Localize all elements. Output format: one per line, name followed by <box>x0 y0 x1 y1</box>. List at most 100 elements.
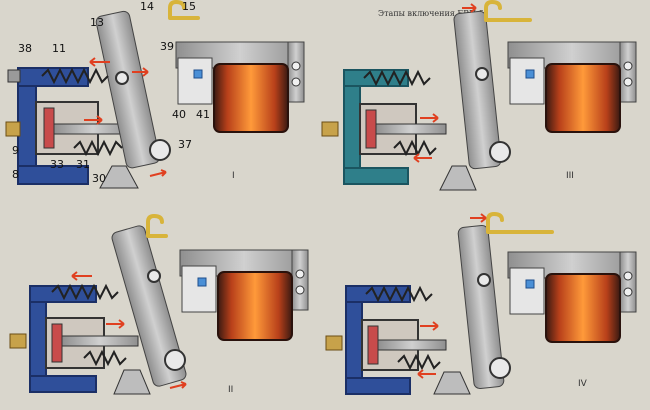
coil-stage-1 <box>213 63 289 133</box>
hook-stage-3 <box>484 0 532 22</box>
adjust-screw-stage-1 <box>7 69 21 83</box>
inlet-fitting-stage-1 <box>5 121 21 137</box>
base-stand-stage-1 <box>99 165 139 189</box>
spring-top-stage-2 <box>51 283 119 301</box>
base-stand-stage-4 <box>433 371 471 395</box>
spring-bottom-stage-4 <box>397 353 441 371</box>
arrow-stage-1d <box>149 169 167 177</box>
pole-piece-stage-4 <box>509 267 545 315</box>
coil-stage-3 <box>545 63 621 133</box>
callout-31: 31 <box>76 158 90 171</box>
pivot-upper-stage-3 <box>475 67 489 81</box>
pivot-upper-stage-1 <box>115 71 129 85</box>
base-stand-stage-3 <box>439 165 477 191</box>
spring-top-stage-4 <box>365 285 433 303</box>
magnet-yoke-side-stage-3 <box>619 41 637 103</box>
callout-9: 9 <box>12 144 19 157</box>
pivot-stage-3 <box>489 141 511 163</box>
arrow-stage-3a <box>462 3 477 13</box>
contact-block-stage-2 <box>197 277 207 287</box>
arrow-stage-3b <box>420 113 439 123</box>
screw-stage-3a <box>623 61 633 71</box>
pushrod-stage-3 <box>375 123 447 135</box>
piston-stage-2 <box>51 323 63 363</box>
callouts: 13 14 15 38 11 39 40 41 9 33 31 8 30 37 <box>12 0 210 185</box>
armature-stage-2 <box>111 225 187 387</box>
magnet-yoke-side-stage-4 <box>619 251 637 313</box>
callout-15: 15 <box>182 0 196 13</box>
callout-8: 8 <box>12 168 19 181</box>
hook-stage-2 <box>146 213 168 238</box>
housing-stage-3 <box>343 69 361 185</box>
stage-label-1: I <box>232 171 235 181</box>
housing-bottom-stage-3 <box>343 167 409 185</box>
callout-13: 13 <box>90 16 104 29</box>
pivot-upper-stage-4 <box>477 273 491 287</box>
pole-piece-stage-2 <box>181 265 217 313</box>
arrow-stage-2c <box>169 381 187 389</box>
stage-4: IV <box>325 211 637 395</box>
pushrod-stage-4 <box>377 339 447 351</box>
magnet-yoke-side-stage-1 <box>287 41 305 103</box>
housing-bottom-stage-1 <box>17 165 89 185</box>
pole-piece-stage-1 <box>177 57 213 105</box>
stage-2: II <box>9 213 309 395</box>
housing-cap-stage-1 <box>17 67 89 87</box>
spring-bottom-stage-3 <box>393 139 437 157</box>
piston-stage-4 <box>367 325 379 365</box>
callout-41: 41 <box>196 108 210 121</box>
piston-stage-3 <box>365 109 377 149</box>
arrow-stage-1a <box>89 57 110 67</box>
armature-stage-4 <box>457 224 505 390</box>
contact-block-stage-1 <box>193 69 203 79</box>
stage-3: III <box>321 0 637 191</box>
pole-piece-stage-3 <box>509 57 545 105</box>
pivot-stage-1 <box>149 139 171 161</box>
magnet-yoke-side-stage-2 <box>291 249 309 311</box>
piston-stage-1 <box>43 107 55 149</box>
spring-bottom-stage-2 <box>83 349 127 367</box>
armature-stage-1 <box>95 10 160 169</box>
coil-stage-2 <box>217 271 293 341</box>
arrow-stage-4a <box>470 213 487 223</box>
screw-stage-1b <box>291 77 301 87</box>
arrow-stage-3c <box>413 153 432 163</box>
pivot-stage-4 <box>489 357 511 379</box>
housing-bottom-stage-2 <box>29 375 97 393</box>
contact-block-stage-3 <box>525 69 535 79</box>
housing-bottom-stage-4 <box>345 377 411 395</box>
contact-block-stage-4 <box>525 279 535 289</box>
stage-label-3: III <box>566 171 574 181</box>
callout-38: 38 <box>18 42 32 55</box>
spring-bottom-stage-1 <box>73 139 123 157</box>
callout-14: 14 <box>140 0 154 13</box>
callout-37: 37 <box>178 138 192 151</box>
callout-11: 11 <box>52 42 66 55</box>
stage-1: I <box>5 0 305 189</box>
spring-top-stage-1 <box>41 67 109 85</box>
spring-top-stage-3 <box>363 69 431 87</box>
stage-label-2: II <box>228 385 233 395</box>
screw-stage-4b <box>623 287 633 297</box>
screw-stage-3b <box>623 77 633 87</box>
callout-39: 39 <box>160 40 174 53</box>
screw-stage-2b <box>295 285 305 295</box>
pivot-stage-2 <box>164 349 186 371</box>
arrow-stage-2b <box>106 319 125 329</box>
callout-40: 40 <box>172 108 186 121</box>
screw-stage-4a <box>623 271 633 281</box>
callout-33: 33 <box>50 158 64 171</box>
diagram-title: Этапы включения БВП-5 <box>378 9 484 18</box>
arrow-stage-2a <box>71 271 92 281</box>
stage-label-4: IV <box>578 379 588 389</box>
arrow-stage-1b <box>132 67 149 77</box>
hook-stage-4 <box>486 211 554 234</box>
screw-stage-1a <box>291 61 301 71</box>
pushrod-stage-2 <box>61 335 139 347</box>
coil-stage-4 <box>545 273 621 343</box>
hook-stage-1 <box>168 0 200 20</box>
callout-30: 30 <box>92 172 106 185</box>
arrow-stage-1c <box>84 115 103 125</box>
